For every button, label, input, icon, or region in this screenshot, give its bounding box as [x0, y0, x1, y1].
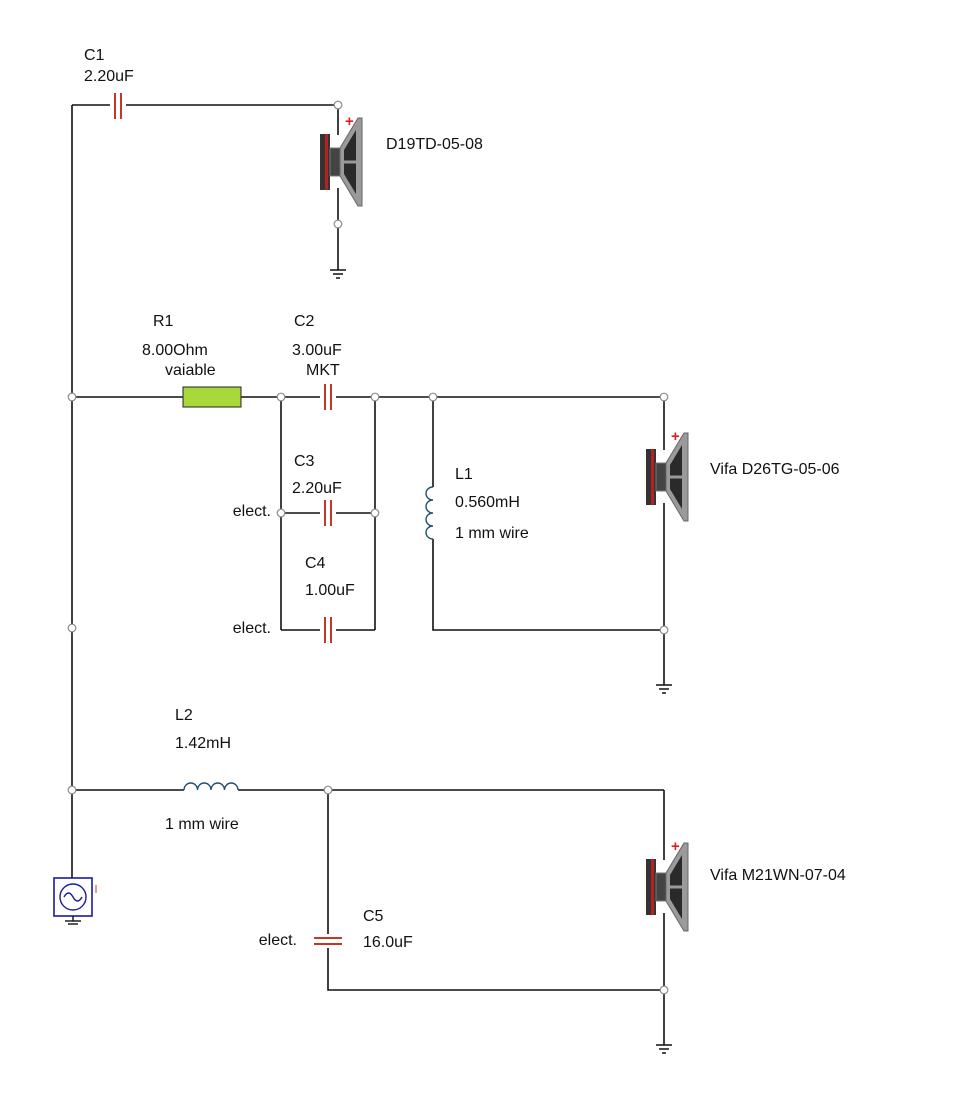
node-icon: [276, 508, 286, 518]
c2-value: 3.00uF: [292, 342, 342, 359]
node-icon: [333, 219, 343, 229]
c3-type: elect.: [232, 503, 271, 520]
r1-value: 8.00Ohm: [142, 342, 208, 359]
c4-ref: C4: [305, 555, 326, 572]
c4-type: elect.: [232, 620, 271, 637]
speaker-midrange-symbol: +: [646, 428, 689, 522]
ground-icon: [656, 684, 672, 694]
ground-icon: [656, 1044, 672, 1054]
r1-ref: R1: [153, 313, 174, 330]
tweeter-name: D19TD-05-08: [386, 136, 483, 153]
node-icon: [659, 985, 669, 995]
node-icon: [67, 785, 77, 795]
node-icon: [67, 392, 77, 402]
capacitor-c5-symbol: [314, 934, 342, 948]
speaker-woofer-symbol: +: [646, 838, 689, 932]
l2-ref: L2: [175, 707, 193, 724]
inductor-l2-symbol: [183, 782, 239, 794]
wires: [71, 104, 665, 1045]
node-icon: [333, 100, 343, 110]
resistor-r1-symbol: [182, 386, 242, 408]
node-icon: [659, 625, 669, 635]
r1-note: vaiable: [165, 362, 216, 379]
c4-value: 1.00uF: [305, 582, 355, 599]
c5-type: elect.: [258, 932, 297, 949]
capacitor-c4-symbol: [320, 617, 336, 643]
c5-value: 16.0uF: [363, 934, 413, 951]
node-icon: [276, 392, 286, 402]
c2-note: MKT: [306, 362, 340, 379]
speaker-tweeter-symbol: +: [320, 113, 363, 207]
c1-ref: C1: [84, 47, 105, 64]
c1-value: 2.20uF: [84, 68, 134, 85]
l1-value: 0.560mH: [455, 494, 520, 511]
plus-mark: +: [671, 428, 680, 445]
wire-c5: [327, 790, 664, 991]
plus-mark: +: [671, 838, 680, 855]
node-icon: [370, 392, 380, 402]
ac-source-icon: [53, 877, 97, 925]
l1-note: 1 mm wire: [455, 525, 529, 542]
c2-ref: C2: [294, 313, 315, 330]
node-icon: [428, 392, 438, 402]
ground-icon: [330, 269, 346, 279]
node-icon: [370, 508, 380, 518]
woofer-name: Vifa M21WN-07-04: [710, 867, 846, 884]
c3-value: 2.20uF: [292, 480, 342, 497]
node-icon: [323, 785, 333, 795]
node-icon: [659, 392, 669, 402]
wire-l1-bottom: [432, 539, 664, 631]
l1-ref: L1: [455, 466, 473, 483]
l2-value: 1.42mH: [175, 735, 232, 752]
c5-ref: C5: [363, 908, 384, 925]
capacitor-c2-symbol: [320, 384, 336, 410]
inductor-l1-symbol: [425, 486, 440, 540]
c3-ref: C3: [294, 453, 315, 470]
midrange-name: Vifa D26TG-05-06: [710, 461, 840, 478]
plus-mark: +: [345, 113, 354, 130]
l2-note: 1 mm wire: [165, 816, 239, 833]
node-icon: [67, 623, 77, 633]
nodes: [67, 100, 669, 995]
capacitor-c3-symbol: [320, 500, 336, 526]
capacitor-c1-symbol: [110, 93, 126, 119]
